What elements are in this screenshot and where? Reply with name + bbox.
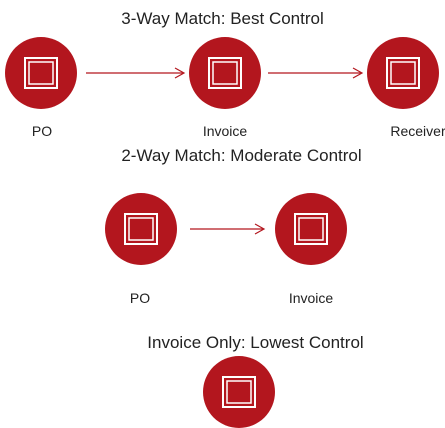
receiver-label: Receiver [390,123,445,139]
po-label: PO [31,123,53,139]
po-node [5,37,77,109]
section-title-2-way-match: 2-Way Match: Moderate Control [121,146,362,165]
po-label: PO [129,290,151,306]
section-title-3-way-match: 3-Way Match: Best Control [121,9,324,28]
document-icon [294,213,328,245]
po-node [105,193,177,265]
document-icon [208,57,242,89]
receiver-node [367,37,439,109]
arrow-po-to-invoice [86,67,186,79]
section-title-invoice-only: Invoice Only: Lowest Control [147,333,364,352]
invoice-label: Invoice [288,290,334,306]
document-icon [222,376,256,408]
invoice-node [203,356,275,428]
document-icon [386,57,420,89]
invoice-node [189,37,261,109]
document-icon [124,213,158,245]
document-icon [24,57,58,89]
invoice-label: Invoice [202,123,248,139]
arrow-invoice-to-receiver [268,67,364,79]
arrow-po-to-invoice [190,223,266,235]
invoice-node [275,193,347,265]
